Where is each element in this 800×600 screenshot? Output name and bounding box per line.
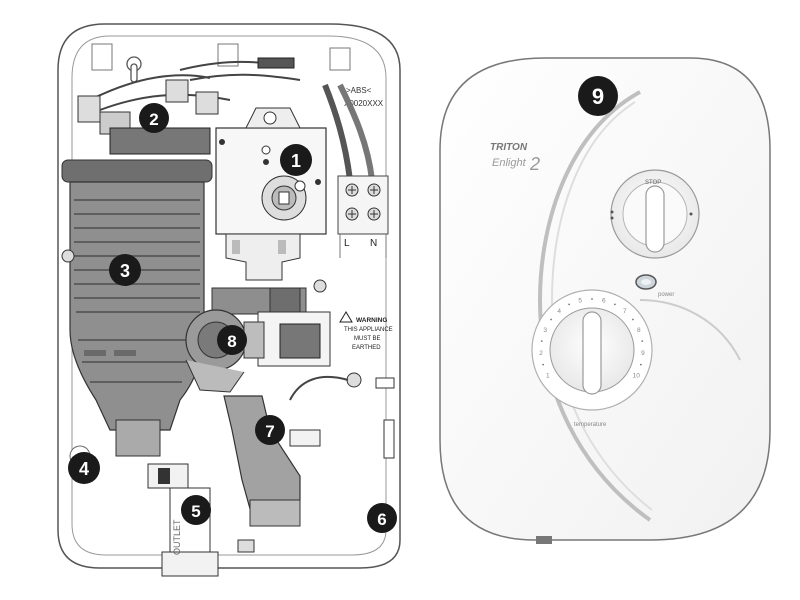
model-text: Enlight xyxy=(492,157,527,169)
heater-tank xyxy=(61,159,213,457)
warning-label: WARNING THIS APPLIANCE MUST BE EARTHED xyxy=(339,311,393,351)
temperature-scale-tick xyxy=(640,363,642,366)
temperature-scale-tick xyxy=(591,298,593,300)
callout-8: 8 xyxy=(217,325,247,355)
temperature-scale-number: 6 xyxy=(602,297,606,304)
internal-unit: >ABS< X0020XXX L N xyxy=(57,23,401,577)
flow-valve xyxy=(185,309,265,393)
supply-cable-2 xyxy=(337,83,375,181)
side-bracket xyxy=(375,377,395,389)
temperature-label: temperature xyxy=(574,422,607,428)
thermal-cutout-assembly xyxy=(77,79,219,155)
solenoid-valve xyxy=(211,279,331,367)
callout-1-number: 1 xyxy=(291,151,301,171)
code-marking: X0020XXX xyxy=(344,99,384,108)
backplate-inner xyxy=(71,35,387,556)
bottom-grommet xyxy=(237,539,255,553)
mount-tab-right xyxy=(329,47,351,71)
earth-cable xyxy=(289,375,349,401)
callout-7-number: 7 xyxy=(265,422,274,441)
callout-2-number: 2 xyxy=(149,110,158,129)
cover-swoosh xyxy=(537,90,652,522)
warning-line-4: EARTHED xyxy=(352,345,381,351)
switch-unit xyxy=(215,107,327,281)
callout-3: 3 xyxy=(109,254,141,286)
callout-5-number: 5 xyxy=(191,502,200,521)
temperature-scale-number: 3 xyxy=(543,327,547,334)
temperature-scale-number: 4 xyxy=(557,308,561,315)
power-label: power xyxy=(658,292,674,298)
power-indicator xyxy=(635,274,657,290)
cover-bottom-tab xyxy=(536,536,552,544)
temperature-scale-tick xyxy=(614,303,616,306)
callout-2: 2 xyxy=(139,103,169,133)
stop-knob[interactable] xyxy=(610,169,700,259)
temperature-scale-number: 8 xyxy=(637,327,641,334)
abs-marking: >ABS< xyxy=(346,86,372,95)
temperature-scale-tick xyxy=(542,363,544,366)
callout-3-number: 3 xyxy=(120,261,130,281)
callout-9-number: 9 xyxy=(592,84,604,109)
terminal-n-label: N xyxy=(370,238,377,249)
stop-label: STOP xyxy=(645,180,661,186)
temperature-scale-tick xyxy=(632,318,634,321)
cover-swoosh-inner xyxy=(550,101,653,511)
warning-line-1: WARNING xyxy=(356,317,387,324)
side-latch xyxy=(383,419,395,459)
warning-line-3: MUST BE xyxy=(354,336,381,342)
temperature-knob[interactable] xyxy=(531,289,653,411)
cover-highlight xyxy=(639,299,741,361)
temperature-scale-tick xyxy=(550,318,552,321)
callout-6-number: 6 xyxy=(377,510,386,529)
callout-7: 7 xyxy=(255,415,285,445)
temperature-scale-number: 2 xyxy=(539,350,543,357)
supply-cable-1 xyxy=(322,83,353,181)
callout-1: 1 xyxy=(280,144,312,176)
temperature-scale-number: 1 xyxy=(546,373,550,380)
cable-sleeve xyxy=(257,57,295,69)
temperature-scale-tick xyxy=(641,340,644,342)
terminal-block xyxy=(337,175,389,258)
callout-4-number: 4 xyxy=(79,459,89,479)
wiring-bundle xyxy=(89,60,301,111)
callout-6: 6 xyxy=(367,503,397,533)
temperature-scale-number: 10 xyxy=(633,373,641,380)
temperature-scale: 1 2 3 4 5 6 7 8 9 10 xyxy=(539,297,645,379)
terminal-l-label: L xyxy=(344,238,350,249)
brand-text: TRITON xyxy=(490,142,528,153)
temperature-scale-tick xyxy=(568,303,570,306)
outlet-text: OUTLET xyxy=(172,519,182,555)
callout-9: 9 xyxy=(578,76,618,116)
mount-tab-mid xyxy=(217,43,239,67)
mount-tab-left xyxy=(91,43,113,71)
temperature-scale-number: 5 xyxy=(578,297,582,304)
temperature-scale-number: 7 xyxy=(623,308,627,315)
temperature-scale-number: 9 xyxy=(641,350,645,357)
temperature-scale-tick xyxy=(540,340,543,342)
warning-line-2: THIS APPLIANCE xyxy=(344,327,393,333)
callout-4: 4 xyxy=(68,452,100,484)
callout-8-number: 8 xyxy=(227,332,236,351)
outlet-duct xyxy=(223,395,321,527)
side-screw xyxy=(61,249,75,263)
callout-5: 5 xyxy=(181,495,211,525)
earth-pin xyxy=(346,372,362,388)
model-number: 2 xyxy=(529,154,540,174)
